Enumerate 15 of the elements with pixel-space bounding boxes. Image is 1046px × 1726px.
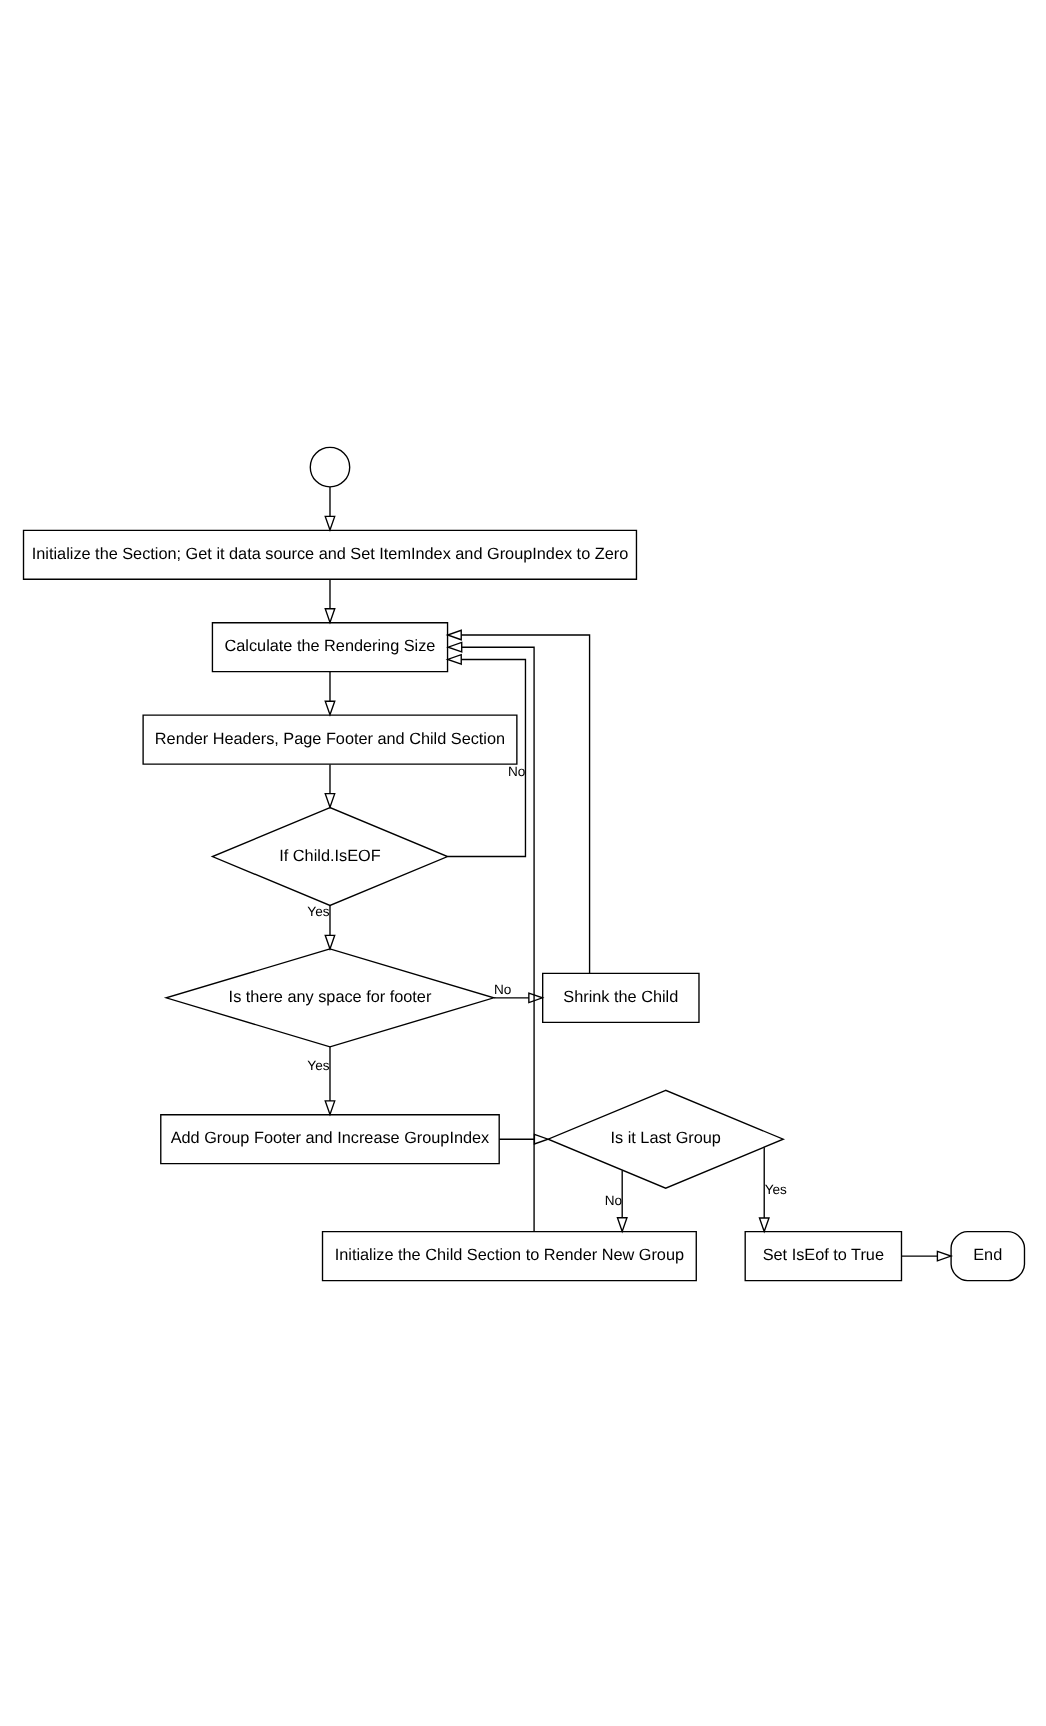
arrow (757, 1145, 769, 1233)
arrow (492, 991, 544, 1003)
arrow (323, 485, 335, 532)
arrow (444, 628, 590, 973)
arrow (497, 1132, 550, 1144)
arrow (323, 670, 335, 716)
arrow (900, 1249, 953, 1261)
arrow (323, 903, 335, 950)
arrow (615, 1168, 627, 1233)
arrow (323, 577, 335, 624)
arrow (445, 640, 534, 1232)
node-circle (308, 445, 350, 487)
arrow (323, 1045, 335, 1116)
arrow (323, 762, 335, 809)
arrow (444, 652, 526, 857)
